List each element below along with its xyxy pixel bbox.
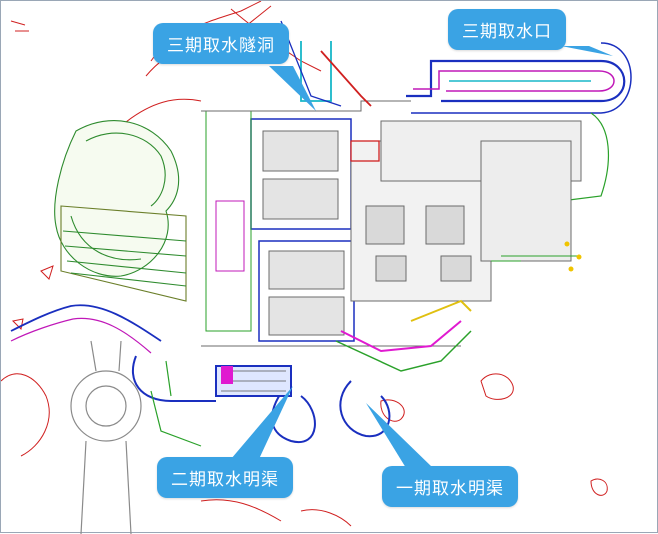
terrain-contours (1, 1, 608, 527)
hill-terraces (54, 120, 187, 302)
plant-blocks (201, 100, 582, 347)
phase3-tunnel-route (280, 20, 372, 107)
callout-phase2-channel: 二期取水明渠 (157, 457, 293, 498)
intake-pipelines (406, 42, 632, 202)
callout-phase3-tunnel: 三期取水隧洞 (153, 23, 289, 64)
survey-markers (564, 241, 582, 272)
callout-phase1-channel: 一期取水明渠 (382, 466, 518, 507)
access-road (10, 304, 162, 354)
roundabout-road (70, 340, 142, 534)
callout-phase3-intake: 三期取水口 (448, 9, 566, 50)
